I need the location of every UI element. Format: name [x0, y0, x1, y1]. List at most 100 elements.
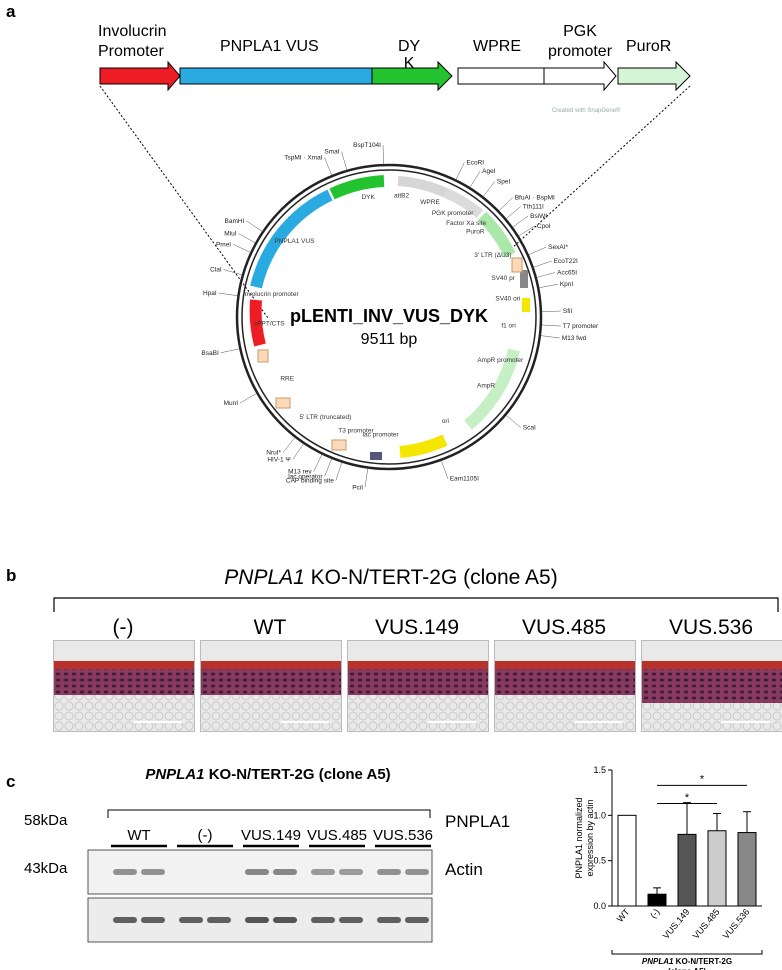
site-label: M13 rev: [288, 469, 312, 476]
histology-image: [53, 640, 195, 732]
site-label: HIV-1 Ψ: [267, 457, 291, 464]
site-tick: [541, 336, 560, 338]
site-label: BspT104I: [353, 142, 381, 149]
site-tick: [219, 293, 238, 296]
site-tick: [483, 181, 495, 196]
feature-ltr5: [332, 440, 346, 450]
feature-label: 3' LTR (ΔU3): [474, 252, 511, 259]
feature-ltr3: [512, 258, 522, 272]
histo-lane-label: VUS.485: [494, 616, 634, 640]
feature-sv40: [520, 270, 528, 288]
feature-label: Involucrin promoter: [243, 291, 299, 298]
blot-band: [207, 917, 231, 923]
feature-label: f1 ori: [501, 322, 515, 329]
blot-band: [311, 917, 335, 923]
blot-band: [245, 869, 269, 875]
site-label: EcoT22I: [554, 258, 578, 265]
site-tick: [539, 284, 558, 288]
blot-lane-label: VUS.485: [307, 827, 367, 844]
feature-ori: [400, 440, 445, 452]
x-tick-label: VUS.536: [721, 907, 752, 941]
watermark-text: Created with SnapGene®: [552, 107, 621, 114]
bar: [648, 894, 666, 906]
blot-band: [377, 917, 401, 923]
blot-lane-label: VUS.149: [241, 827, 301, 844]
x-tick-label: VUS.149: [661, 907, 692, 941]
feature-label: AmpR promoter: [477, 357, 524, 364]
site-tick: [542, 325, 561, 326]
site-label: KpnI: [560, 281, 574, 288]
mw-58kda: 58kDa: [24, 812, 67, 829]
feature-f1-ori: [522, 298, 530, 312]
feature-label: SV40 pr: [491, 275, 515, 282]
y-tick-label: 1.5: [593, 765, 606, 775]
feature-wpre: [398, 181, 446, 193]
site-label: ClaI: [210, 267, 222, 274]
bar: [618, 815, 636, 906]
bar: [708, 831, 726, 906]
blot-band: [273, 917, 297, 923]
x-tick-label: (-): [648, 907, 661, 920]
site-tick: [246, 221, 262, 232]
site-tick: [537, 272, 555, 277]
bar: [738, 833, 756, 906]
feature-label: SV40 ori: [495, 295, 520, 302]
site-tick: [456, 162, 464, 179]
blot-lane-label: VUS.536: [373, 827, 433, 844]
site-label: NruI*: [266, 450, 281, 457]
panel-b-title: PNPLA1 KO-N/TERT-2G (clone A5): [0, 566, 782, 590]
site-label: SfiI: [563, 308, 573, 315]
site-label: MunI: [224, 400, 239, 407]
sig-star: *: [700, 774, 705, 786]
site-label: BsaBI: [201, 350, 219, 357]
feature-label: AmpR: [477, 383, 495, 390]
blot-bracket: [108, 810, 430, 818]
site-label: SmaI: [324, 149, 339, 156]
site-tick: [325, 158, 332, 176]
x-axis-label: PNPLA1 KO-N/TERT-2G: [642, 957, 732, 966]
x-tick-label: WT: [615, 906, 632, 924]
site-tick: [499, 198, 513, 211]
blot-band: [113, 869, 137, 875]
feature-label: PuroR: [466, 229, 485, 236]
site-tick: [224, 270, 242, 275]
blot-band: [273, 869, 297, 875]
feature-label: PNPLA1 VUS: [274, 238, 315, 245]
feature-label: WPRE: [420, 199, 440, 206]
site-tick: [239, 234, 256, 243]
feature-label: attB2: [394, 193, 410, 200]
feature-label: 5' LTR (truncated): [300, 414, 352, 421]
site-label: EcoRI: [466, 159, 484, 166]
arrow-wpre: [458, 68, 544, 84]
site-label: PmeI: [216, 241, 231, 248]
feature-label: Factor Xa site: [446, 220, 486, 227]
histo-lane-label: VUS.536: [641, 616, 781, 640]
site-tick: [365, 469, 368, 488]
site-label: AgeI: [482, 168, 496, 175]
feature-label: T3 promoter: [338, 427, 374, 434]
blot-lane-label: (-): [198, 827, 213, 844]
blot-band: [179, 917, 203, 923]
site-label: T7 promoter: [563, 323, 599, 330]
blot-band: [311, 869, 335, 875]
site-label: M13 fwd: [562, 335, 587, 342]
arrow-pgk: [544, 62, 616, 90]
histo-lane-label: VUS.149: [347, 616, 487, 640]
blot-band: [141, 917, 165, 923]
blot-band: [405, 917, 429, 923]
site-tick: [233, 244, 250, 252]
blot-band: [339, 917, 363, 923]
histology-image: [494, 640, 636, 732]
site-tick: [240, 394, 256, 404]
site-tick: [542, 311, 561, 312]
mw-43kda: 43kDa: [24, 860, 67, 877]
site-tick: [325, 459, 332, 477]
arrow-pnpla1-vus: [180, 68, 372, 84]
blot-band: [405, 869, 429, 875]
x-group-bracket: [612, 950, 762, 954]
blot-band: [339, 869, 363, 875]
site-tick: [513, 216, 528, 227]
site-label: BsiWI: [530, 213, 547, 220]
feature-lac: [370, 452, 382, 460]
